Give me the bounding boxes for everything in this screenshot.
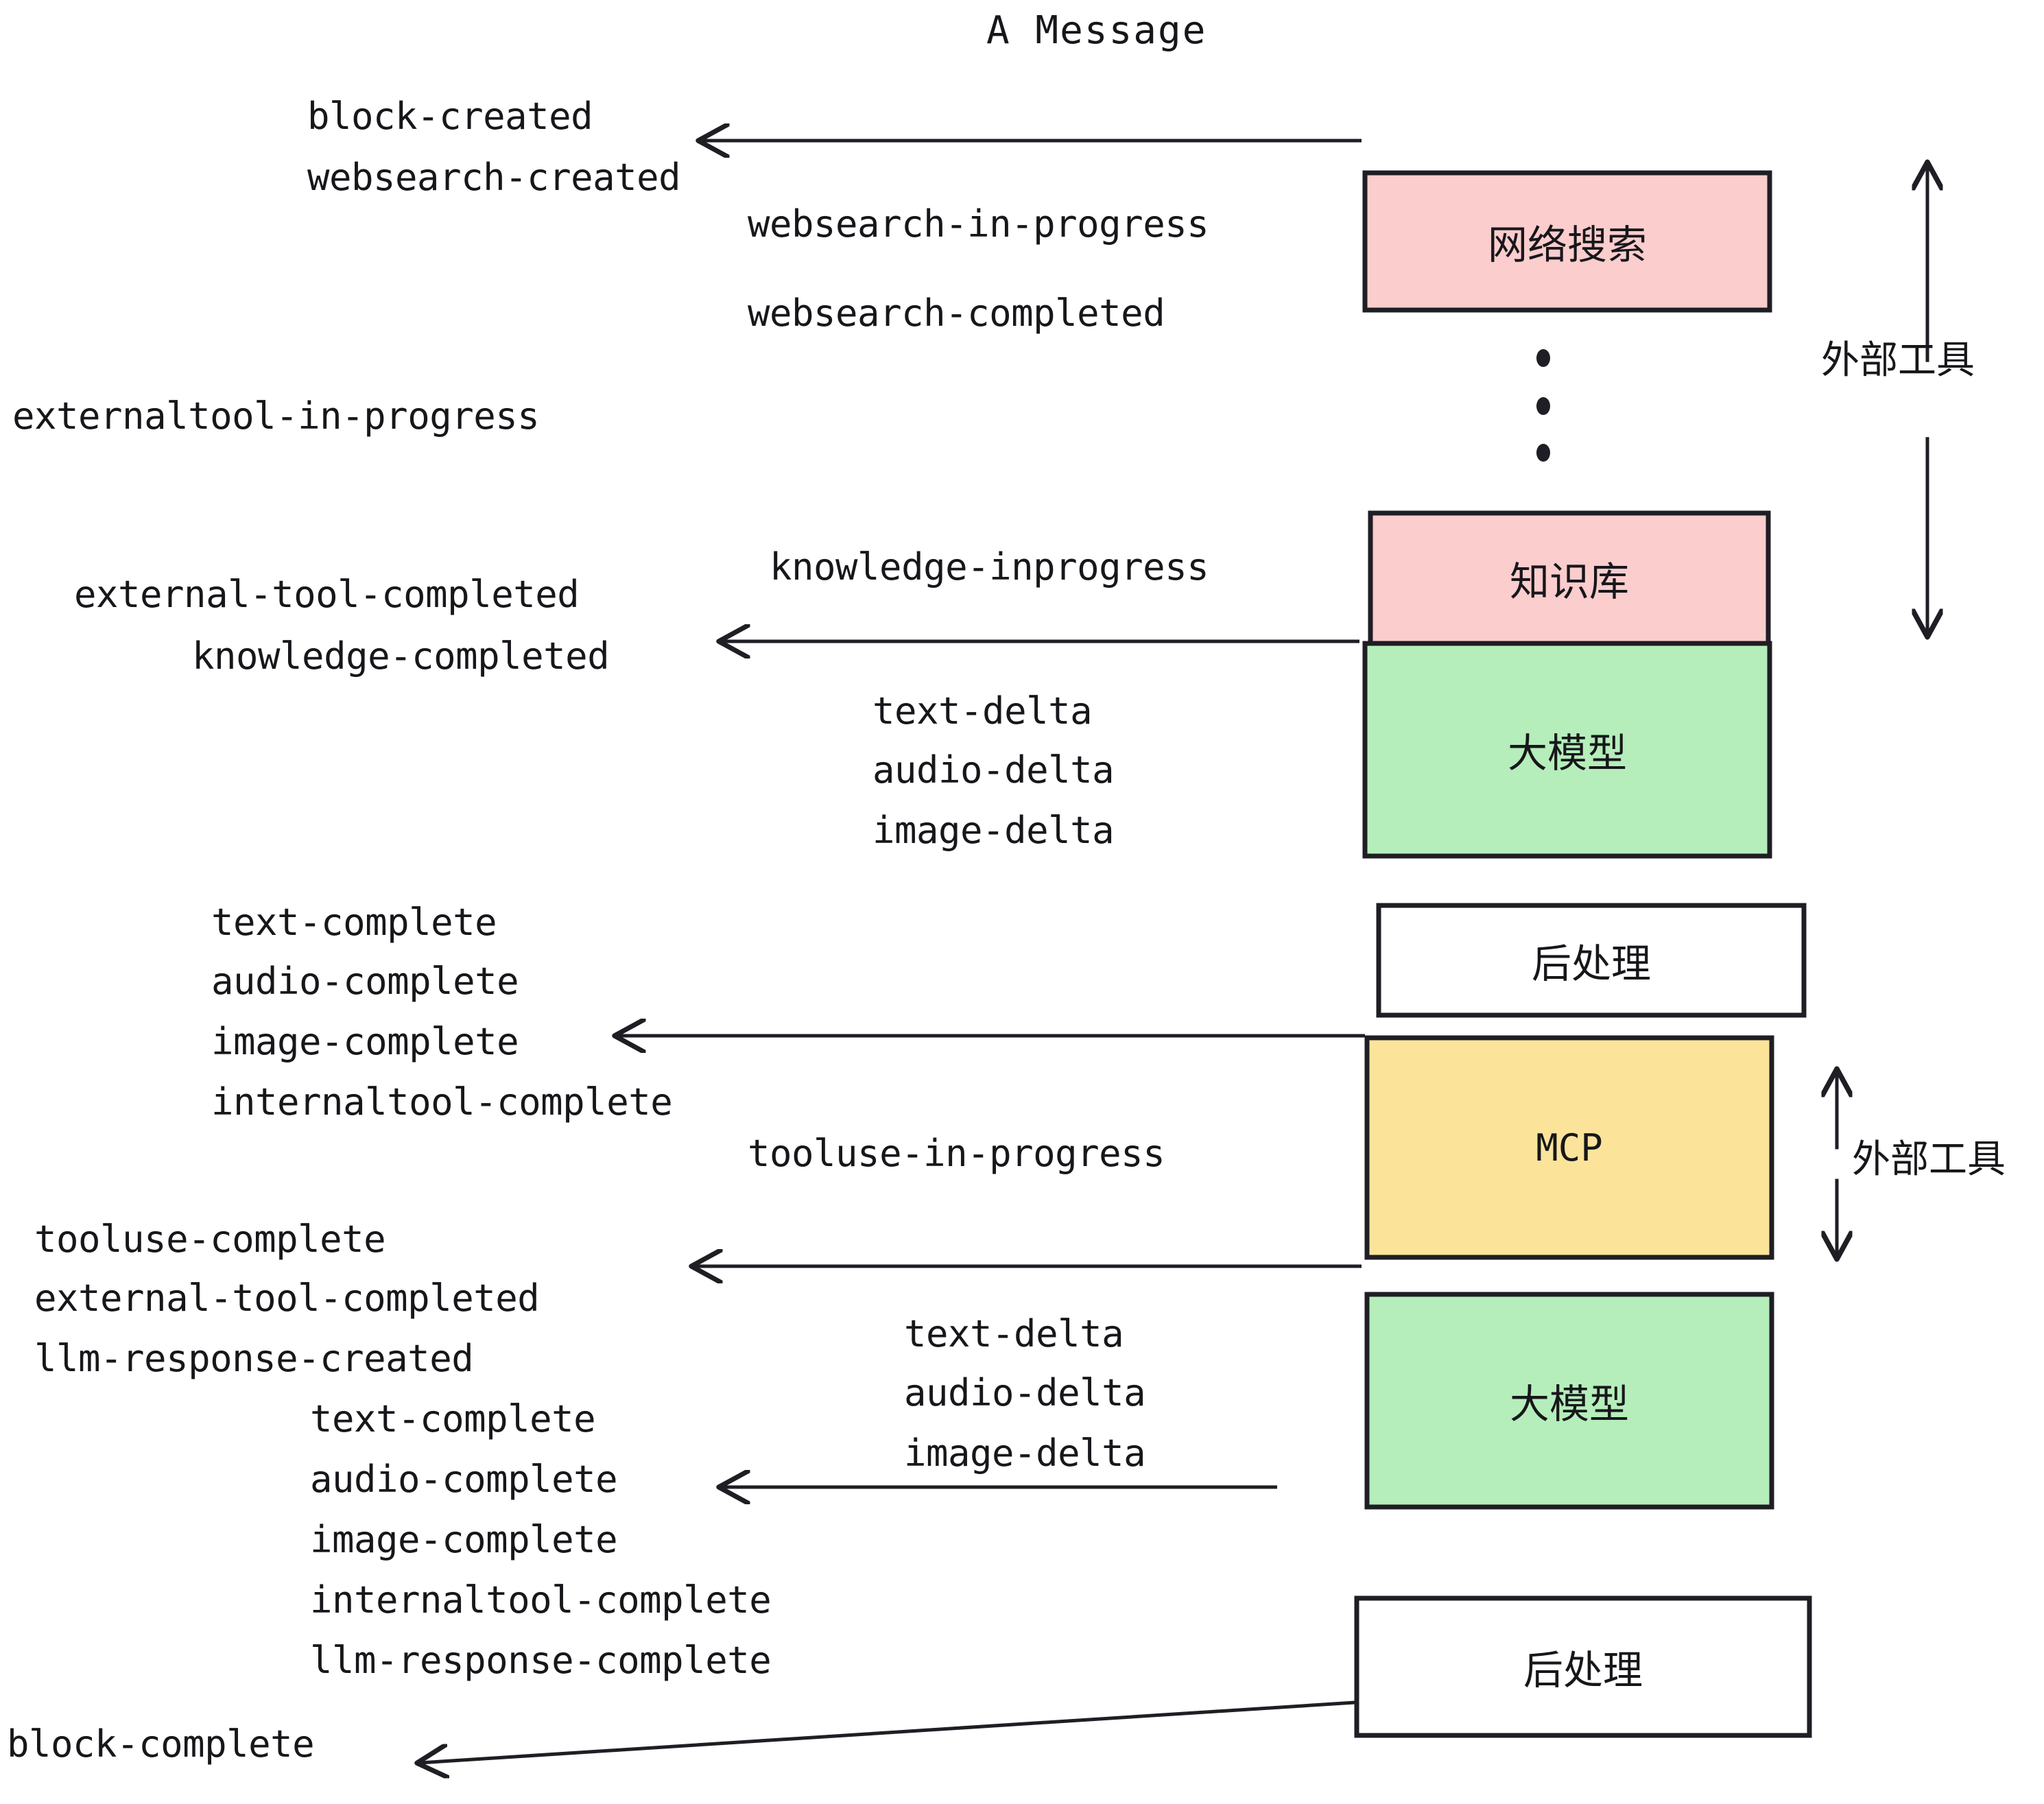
event-label-websearch-in-progress: websearch-in-progress (748, 202, 1209, 246)
event-label-block-created: block-created (307, 95, 593, 138)
event-label-llm-response-created: llm-response-created (34, 1337, 474, 1380)
flow-arrow-block-complete (420, 1700, 1355, 1763)
event-label-audio-delta-2: audio-delta (904, 1371, 1146, 1414)
event-label-block-complete: block-complete (7, 1722, 315, 1766)
event-label-text-complete-1: text-complete (211, 901, 497, 944)
event-label-audio-complete-1: audio-complete (211, 960, 519, 1003)
event-label-websearch-created: websearch-created (307, 156, 681, 199)
event-label-tooluse-in-progress: tooluse-in-progress (748, 1132, 1165, 1175)
event-label-text-complete-2: text-complete (310, 1397, 596, 1440)
event-label-knowledge-inprogress: knowledge-inprogress (770, 545, 1209, 589)
event-label-image-complete-1: image-complete (211, 1020, 519, 1063)
node-box-llm-bottom[interactable] (1364, 1292, 1774, 1510)
node-box-mcp[interactable] (1364, 1035, 1774, 1260)
node-box-llm-top[interactable] (1362, 641, 1772, 859)
event-label-image-complete-2: image-complete (310, 1518, 618, 1561)
page-title: A Message (986, 8, 1207, 53)
ellipsis-dot-1 (1536, 349, 1550, 367)
event-label-external-tool-completed-2: external-tool-completed (34, 1277, 540, 1320)
event-label-audio-complete-2: audio-complete (310, 1458, 618, 1501)
node-box-postprocess-top[interactable] (1376, 903, 1807, 1018)
node-box-postprocess-bottom[interactable] (1354, 1595, 1812, 1738)
event-label-knowledge-completed: knowledge-completed (192, 634, 610, 678)
event-label-internaltool-complete-2: internaltool-complete (310, 1578, 772, 1622)
event-label-audio-delta-1: audio-delta (872, 748, 1115, 792)
event-label-tooluse-complete: tooluse-complete (34, 1218, 386, 1261)
event-label-text-delta-1: text-delta (872, 689, 1093, 733)
ellipsis-dot-2 (1536, 397, 1550, 415)
event-label-external-tool-completed-1: external-tool-completed (74, 573, 580, 616)
event-label-image-delta-2: image-delta (904, 1432, 1146, 1475)
side-label-external-tool-upper: 外部工具 (1821, 338, 1975, 383)
node-box-knowledge[interactable] (1368, 510, 1771, 646)
node-box-websearch[interactable] (1362, 170, 1772, 313)
event-label-websearch-completed: websearch-completed (748, 292, 1165, 335)
event-label-text-delta-2: text-delta (904, 1312, 1124, 1355)
ellipsis-dot-3 (1536, 444, 1550, 462)
side-label-external-tool-lower: 外部工具 (1852, 1137, 2006, 1182)
event-label-image-delta-1: image-delta (872, 809, 1115, 852)
event-label-externaltool-in-progress: externaltool-in-progress (12, 394, 540, 438)
event-label-internaltool-complete-1: internaltool-complete (211, 1080, 673, 1124)
event-label-llm-response-complete: llm-response-complete (310, 1639, 772, 1682)
